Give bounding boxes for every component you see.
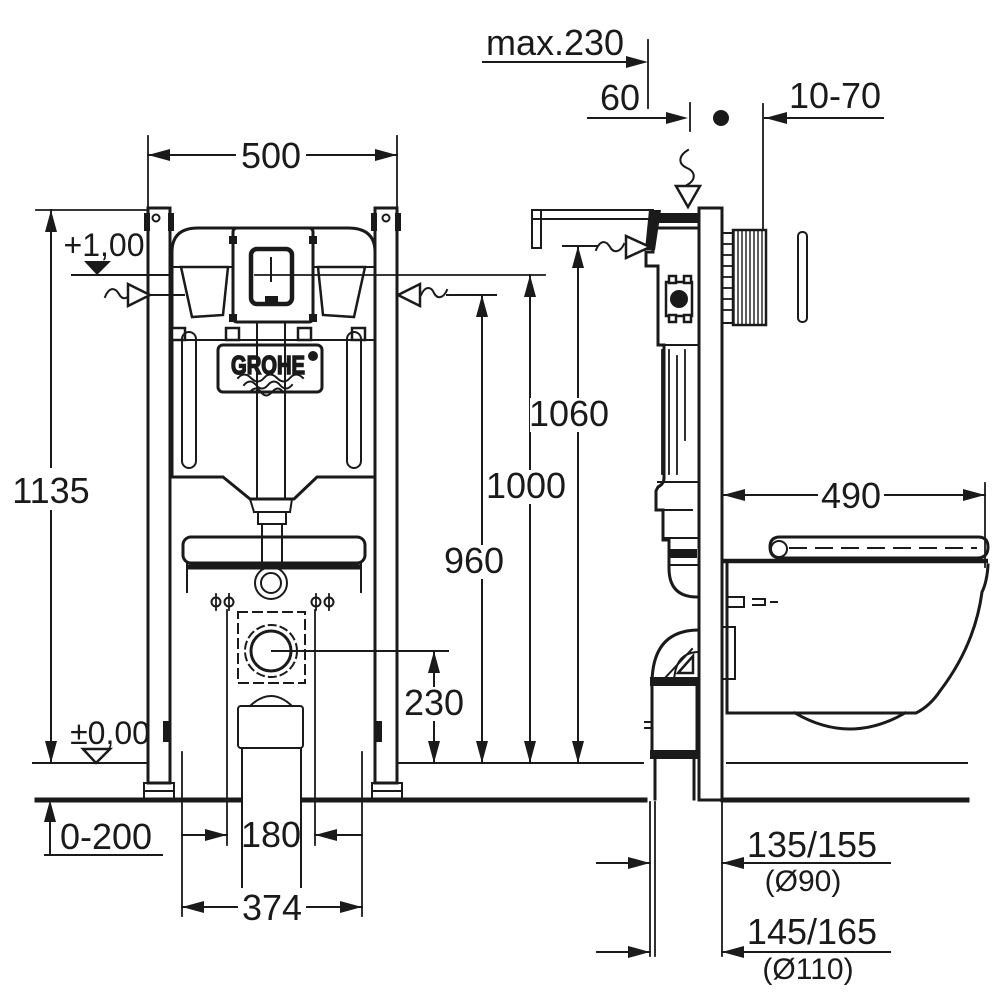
svg-text:1060: 1060 [529,393,609,434]
toilet-seat [768,535,990,560]
wave-line [242,380,294,390]
level-marker-zero: ±0,00 [70,715,150,765]
cistern-side [644,226,701,599]
svg-text:max.230: max.230 [486,22,624,63]
wc-mounting-bolts [210,593,335,611]
dimensions: 500 1135 +1,00 ±0,00 [12,22,986,986]
wall-section [721,228,768,957]
wave-line [248,387,285,397]
svg-text:(Ø90): (Ø90) [765,865,842,898]
svg-text:60: 60 [600,77,640,118]
dim-wall-depth-max: max.230 [482,22,649,109]
wave-line [236,373,305,383]
svg-text:1000: 1000 [486,465,566,506]
supply-arrow-right [395,281,497,309]
dim-height-1060: 1060 [529,245,609,764]
dim-outlet-110: 145/165 (Ø110) [596,911,891,986]
svg-text:500: 500 [241,135,301,176]
cistern-front [170,226,377,501]
side-view [531,110,990,957]
svg-text:135/155: 135/155 [747,824,877,865]
dim-outlet-90: 135/155 (Ø90) [596,824,891,898]
frame-rail-left [143,206,175,800]
dim-offset-60: 60 [587,77,691,132]
svg-text:±0,00: ±0,00 [70,715,150,751]
grohe-logo: GROHE [216,343,324,397]
frame-rail-side [697,206,724,802]
toilet-bowl-side [721,535,990,731]
svg-text:1135: 1135 [12,470,89,511]
svg-text:960: 960 [444,540,504,581]
dim-plate-range: 10-70 [762,75,884,230]
svg-text:230: 230 [404,682,464,723]
flush-pipe-lower [181,497,367,600]
dim-frame-height: 1135 [12,209,149,764]
frame-rail-right [371,206,403,800]
vent-symbol [673,148,703,210]
svg-text:0-200: 0-200 [60,816,152,857]
actuator-plate-side [797,231,808,323]
reference-dot [713,110,729,126]
inlet-valve [664,274,694,324]
dim-height-960: 960 [444,294,504,764]
svg-text:180: 180 [241,814,301,855]
svg-text:145/165: 145/165 [747,911,877,952]
dim-outlet-height: 230 [404,650,464,764]
registered-dot [308,351,318,361]
dim-bolt-spacing: 180 [181,609,363,855]
drain-outlet-front [237,611,449,921]
svg-text:374: 374 [242,887,302,928]
front-view: GROHE [143,206,449,921]
drain-elbow [644,628,701,957]
dim-bowl-depth: 490 [722,475,986,568]
svg-text:490: 490 [821,475,881,516]
dim-height-1000: 1000 [486,274,566,764]
svg-text:(Ø110): (Ø110) [762,953,853,986]
supply-arrow-left [103,281,185,309]
level-marker-top: +1,00 [64,227,546,276]
svg-text:+1,00: +1,00 [64,227,145,263]
top-wall-bracket [531,209,699,250]
rough-in-box-hatch [731,228,768,327]
dim-floor-range: 0-200 [44,800,163,857]
dim-base-width: 374 [181,751,363,928]
supply-arrow-side [594,234,654,260]
dim-frame-width: 500 [147,135,398,207]
svg-text:10-70: 10-70 [789,75,881,116]
